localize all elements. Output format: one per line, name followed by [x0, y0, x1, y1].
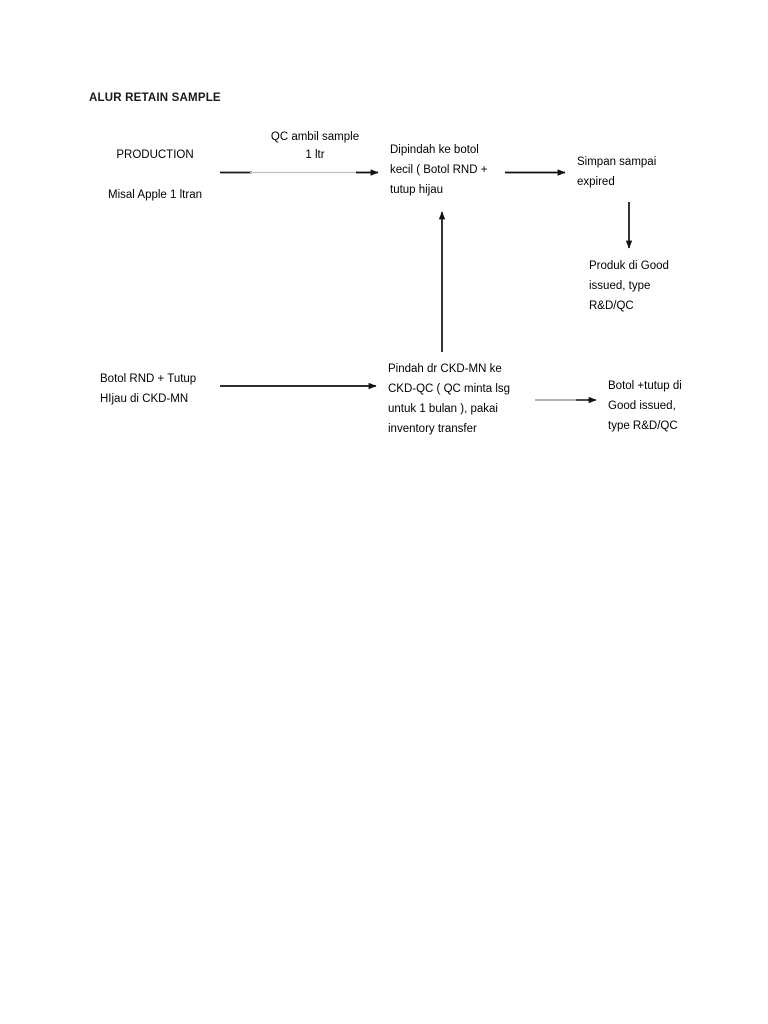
- edge-label-qc-ambil-sample: QC ambil sample 1 ltr: [270, 131, 360, 161]
- node-simpan-sampai-expired[interactable]: Simpan sampai expired: [566, 145, 679, 202]
- node-dipindah-ke-botol-kecil[interactable]: Dipindah ke botol kecil ( Botol RND + tu…: [379, 133, 505, 211]
- node-produk-di-good-issued[interactable]: Produk di Good issued, type R&D/QC: [578, 249, 689, 317]
- node-botol-tutup-di-good-issued[interactable]: Botol +tutup di Good issued, type R&D/QC: [597, 369, 710, 437]
- node-pindah-ckdmn-ke-ckdqc[interactable]: Pindah dr CKD-MN ke CKD-QC ( QC minta ls…: [377, 352, 535, 448]
- page-title: ALUR RETAIN SAMPLE: [89, 92, 221, 104]
- node-botol-rnd-tutup-hijau-ckdmn[interactable]: Botol RND + Tutup HIjau di CKD-MN: [89, 362, 220, 410]
- node-production[interactable]: PRODUCTION Misal Apple 1 ltran: [89, 138, 220, 201]
